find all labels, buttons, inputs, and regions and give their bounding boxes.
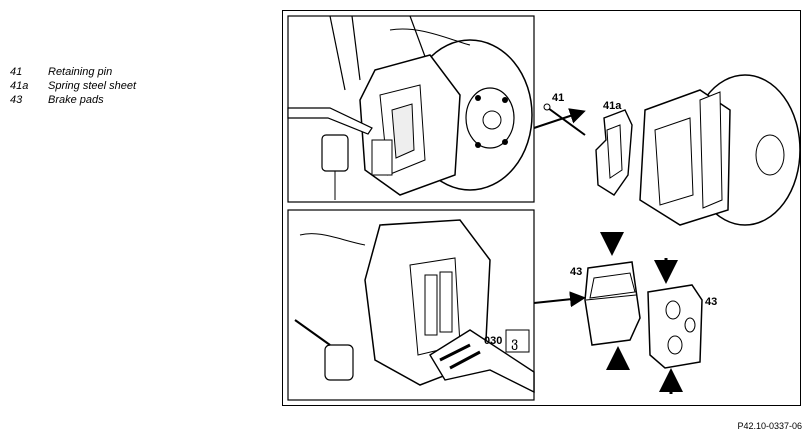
legend-item: 41 Retaining pin (10, 65, 136, 79)
callout-brake-pad-left: 43 (570, 266, 582, 278)
legend-description: Retaining pin (48, 66, 113, 78)
legend-number: 41 (10, 66, 23, 78)
upper-caliper-illustration (287, 15, 535, 203)
legend: 41 Retaining pin 41a Spring steel sheet … (10, 65, 136, 107)
callout-retaining-pin: 41 (552, 92, 564, 104)
legend-number: 43 (10, 94, 23, 106)
upper-exploded-view (533, 74, 801, 226)
legend-description: Brake pads (48, 94, 104, 106)
tool-symbol: ვ (511, 335, 518, 351)
legend-number: 41a (10, 80, 29, 92)
callout-brake-pad-right: 43 (705, 296, 717, 308)
lower-exploded-view (533, 232, 703, 394)
legend-item: 43 Brake pads (10, 93, 136, 107)
legend-description: Spring steel sheet (48, 80, 137, 92)
lower-cleaning-illustration (287, 209, 535, 401)
diagram-frame (282, 10, 801, 406)
callout-spring-steel-sheet: 41a (603, 100, 622, 112)
figure-id: P42.10-0337-06 (737, 421, 802, 431)
tool-number-label: 030 (484, 335, 502, 347)
legend-item: 41a Spring steel sheet (10, 79, 136, 93)
